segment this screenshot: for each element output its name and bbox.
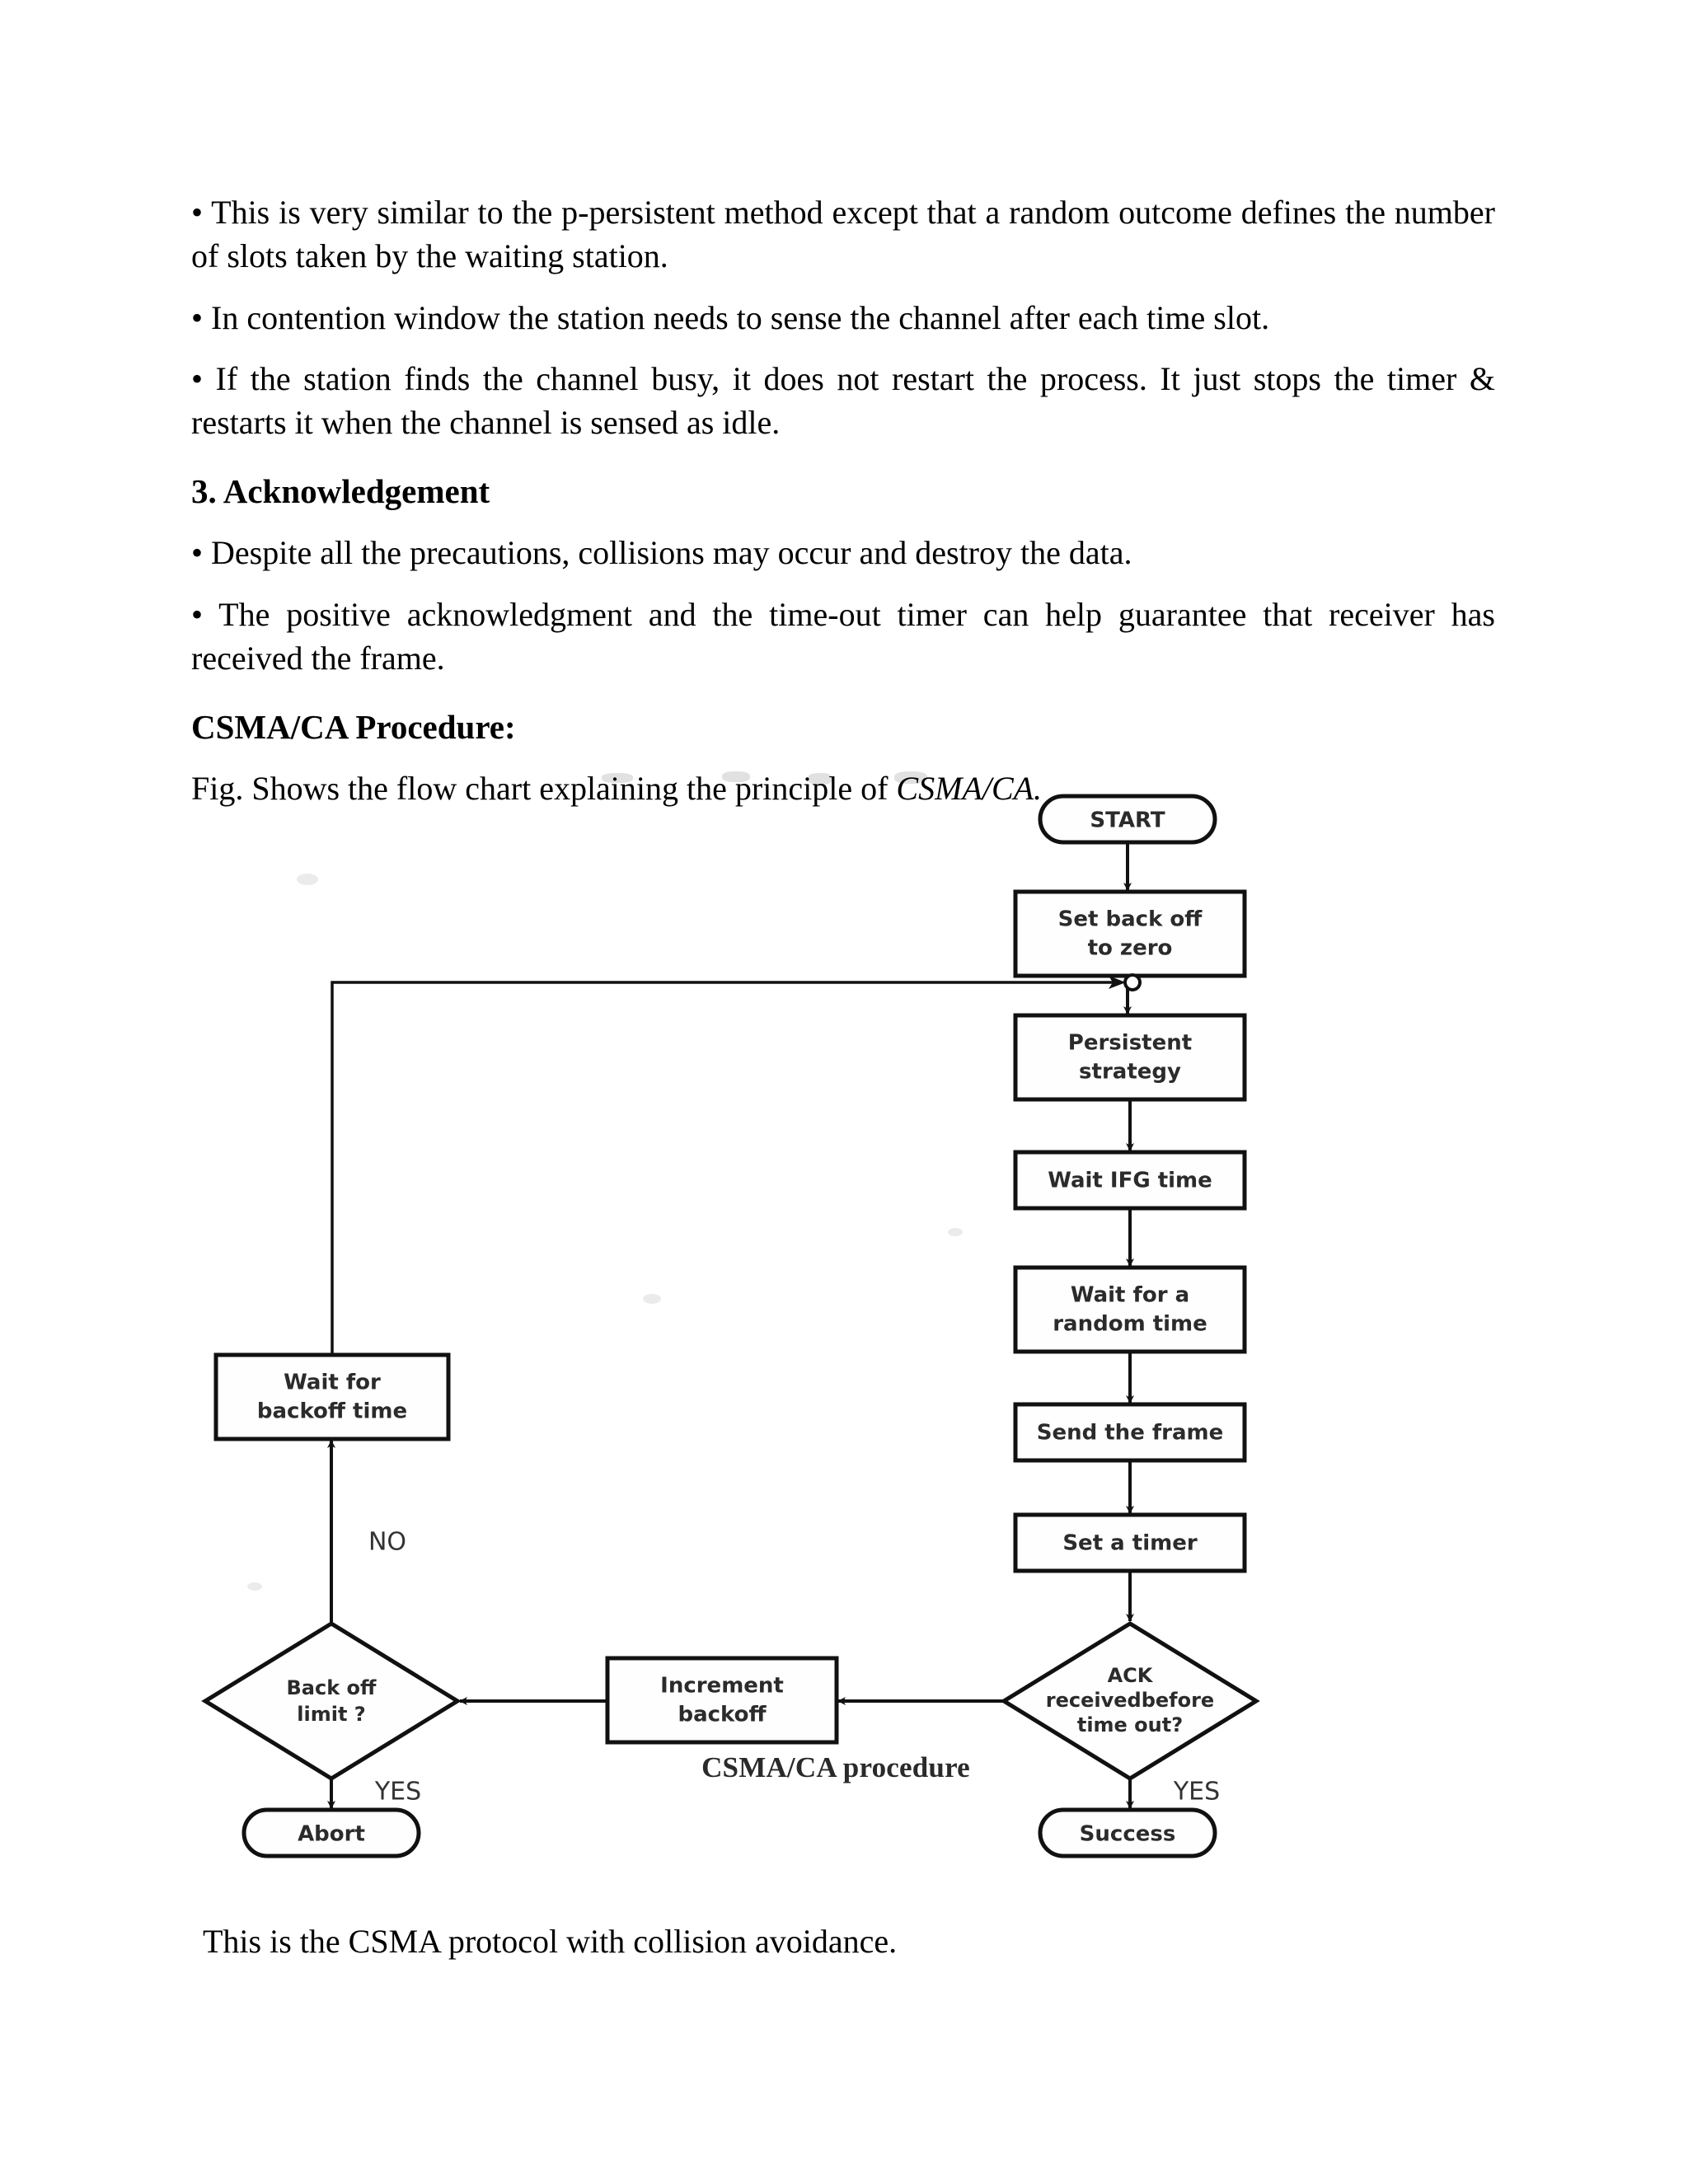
scan-artifact xyxy=(894,771,927,784)
scan-speckle xyxy=(948,1228,963,1236)
branch-label-limit-yes: YES xyxy=(374,1778,421,1807)
node-waitbackoff-shape xyxy=(213,1352,451,1441)
node-success-shape xyxy=(1038,1807,1217,1858)
node-ack-label-line2: receivedbefore xyxy=(1046,1689,1214,1712)
node-persistent-label-line2: strategy xyxy=(1079,1060,1181,1085)
section-paragraph-2: • The positive acknowledgment and the ti… xyxy=(191,596,1495,677)
edge-feedback-arrowhead xyxy=(1109,976,1126,989)
scan-artifact xyxy=(808,773,832,785)
node-abort-shape xyxy=(241,1807,421,1858)
node-sendframe-label: Send the frame xyxy=(1037,1421,1224,1446)
section-heading-acknowledgement: 3. Acknowledgement xyxy=(191,471,490,510)
merge-junction-node xyxy=(1123,973,1142,991)
node-success-label: Success xyxy=(1080,1822,1176,1847)
node-abort-label: Abort xyxy=(298,1822,365,1847)
branch-label-limit-no: NO xyxy=(368,1528,406,1557)
csma-ca-flowchart: START Set back off to zero Persistent st… xyxy=(0,766,1688,1863)
node-waitrandom-shape xyxy=(1013,1265,1247,1354)
node-persistent-shape xyxy=(1013,1013,1247,1102)
section-paragraph-1: • Despite all the precautions, collision… xyxy=(191,534,1132,572)
node-increment-label-line1: Increment xyxy=(660,1674,784,1699)
figure-intro-line: Fig. Shows the flow chart explaining the… xyxy=(191,767,1495,811)
node-persistent-label-line1: Persistent xyxy=(1068,1031,1192,1056)
closing-line: This is the CSMA protocol with collision… xyxy=(203,1923,898,1960)
scan-speckle xyxy=(297,874,318,885)
node-waitrandom-label-line2: random time xyxy=(1053,1312,1207,1337)
node-waitbackoff-label-line2: backoff time xyxy=(257,1399,407,1424)
node-waitbackoff-label-line1: Wait for xyxy=(284,1371,381,1395)
edge-waitbackoff-to-junction xyxy=(331,981,1119,1355)
node-setbackoff-shape xyxy=(1013,889,1247,978)
node-setbackoff-label-line1: Set back off xyxy=(1058,907,1203,932)
figure-caption: CSMA/CA procedure xyxy=(0,1751,1688,1784)
node-waitifg-label: Wait IFG time xyxy=(1048,1169,1212,1193)
body-paragraph-1: • This is very similar to the p-persiste… xyxy=(191,194,1495,274)
body-paragraph-3: • If the station finds the channel busy,… xyxy=(191,360,1495,442)
node-settimer-label: Set a timer xyxy=(1062,1531,1198,1556)
figure-intro-prefix: Fig. Shows the flow chart explaining the… xyxy=(191,769,897,807)
node-settimer-shape xyxy=(1013,1512,1247,1573)
scan-speckle xyxy=(643,1294,661,1304)
node-backofflimit-label-line1: Back off xyxy=(287,1676,377,1699)
node-ack-label-line1: ACK xyxy=(1108,1664,1154,1687)
figure-intro-italic: CSMA/CA. xyxy=(896,769,1043,807)
section-heading-csma-ca-procedure: CSMA/CA Procedure: xyxy=(191,707,516,746)
text-content-column: • This is very similar to the p-persiste… xyxy=(191,0,1495,811)
branch-label-ack-yes: YES xyxy=(1173,1778,1220,1807)
scan-speckle xyxy=(247,1582,262,1591)
figure-caption-text: CSMA/CA procedure xyxy=(701,1751,970,1783)
node-increment-shape xyxy=(605,1656,839,1745)
node-increment-label-line2: backoff xyxy=(678,1703,767,1727)
node-ack-label-line3: time out? xyxy=(1077,1713,1183,1736)
node-setbackoff-label-line2: to zero xyxy=(1088,936,1173,961)
node-backofflimit-label-line2: limit ? xyxy=(297,1703,365,1726)
node-start-label: START xyxy=(1090,808,1165,833)
node-sendframe-shape xyxy=(1013,1402,1247,1463)
body-paragraph-2: • In contention window the station needs… xyxy=(191,298,1270,336)
scan-artifact xyxy=(722,771,750,782)
scan-artifact xyxy=(602,773,633,783)
node-waitrandom-label-line1: Wait for a xyxy=(1071,1283,1189,1308)
